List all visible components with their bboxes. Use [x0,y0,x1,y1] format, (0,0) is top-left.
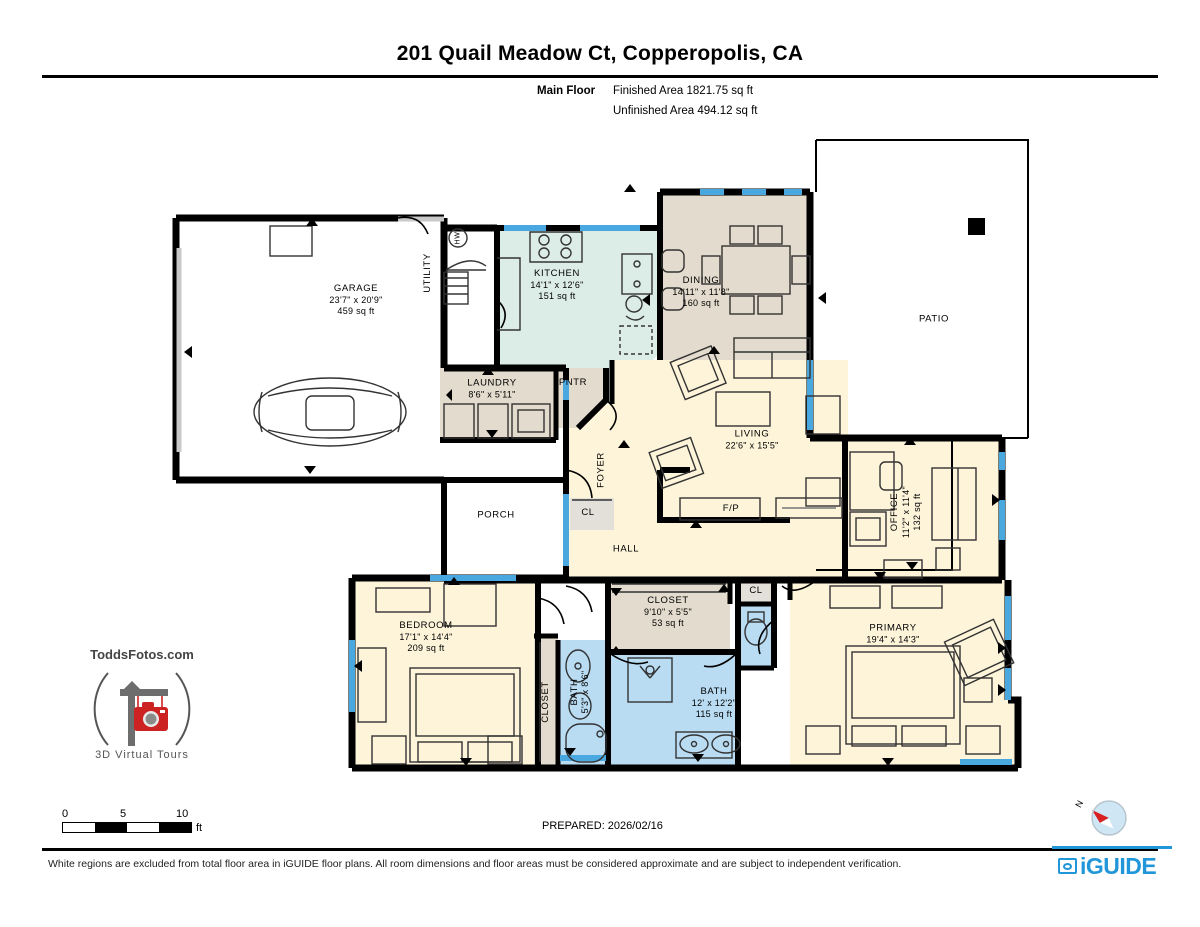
iguide-logo: iGUIDE [1058,852,1166,880]
iguide-wordmark: iGUIDE [1080,852,1157,879]
room-label-utility: UTILITY [422,253,433,293]
patio-post-marker [968,218,985,235]
scale-bar: 0 5 10 ft [62,808,203,834]
scale-tick-10: 10 [176,808,189,820]
room-label-dining: DINING 14'11" x 11'8" 160 sq ft [672,274,730,308]
room-label-hall: HALL [612,543,640,555]
finished-area-text: Finished Area 1821.75 sq ft [613,85,754,97]
disclaimer-text: White regions are excluded from total fl… [48,858,902,870]
room-label-bath-small: BATH 5'3" x 8'6" [569,670,590,714]
toddsfotos-logo: ToddsFotos.com 3D Virtual Tours [78,645,206,773]
compass-rose: N [1073,795,1130,841]
floor-label: Main Floor [537,85,596,97]
room-label-garage: GARAGE 23'7" x 20'9" 459 sq ft [329,282,383,316]
room-label-closet-bedroom: CLOSET [540,681,551,723]
toddsfotos-wordmark: ToddsFotos.com [90,647,194,662]
footer-divider [42,848,1158,851]
room-label-pantry: PNTR [558,377,588,388]
room-label-fireplace: F/P [722,503,740,514]
room-label-office: OFFICE 11'2" x 11'4" 132 sq ft [888,486,922,538]
iguide-mark-icon [1058,858,1077,874]
header-divider [42,75,1158,78]
page-title: 201 Quail Meadow Ct, Copperopolis, CA [396,42,804,65]
room-label-primary: PRIMARY 19'4" x 14'3" [866,622,920,645]
scale-tick-0: 0 [62,808,69,820]
toddsfotos-tagline: 3D Virtual Tours [95,749,189,761]
room-label-closet-primary: CLOSET 9'10" x 5'5" 53 sq ft [644,594,692,628]
prepared-date: PREPARED: 2026/02/16 [542,820,663,832]
room-label-cl-primary: CL [749,585,763,596]
iguide-divider [1052,846,1172,849]
room-label-kitchen: KITCHEN 14'1" x 12'6" 151 sq ft [530,267,584,301]
room-label-cl-hall: CL [581,507,595,518]
room-label-patio: PATIO [918,313,950,325]
water-heater-label: HW [454,231,462,245]
room-label-foyer: FOYER [595,452,607,488]
room-label-bedroom: BEDROOM 17'1" x 14'4" 209 sq ft [399,619,453,653]
unfinished-area-text: Unfinished Area 494.12 sq ft [613,105,758,117]
room-label-bath-main: BATH 12' x 12'2" 115 sq ft [691,685,737,719]
scale-unit: ft [196,822,203,834]
scale-tick-5: 5 [120,808,127,820]
scale-bar-graphic [62,822,192,833]
room-label-laundry: LAUNDRY 8'6" x 5'11" [467,377,517,400]
room-label-porch: PORCH [477,509,515,521]
room-label-living: LIVING 22'6" x 15'5" [725,428,779,451]
